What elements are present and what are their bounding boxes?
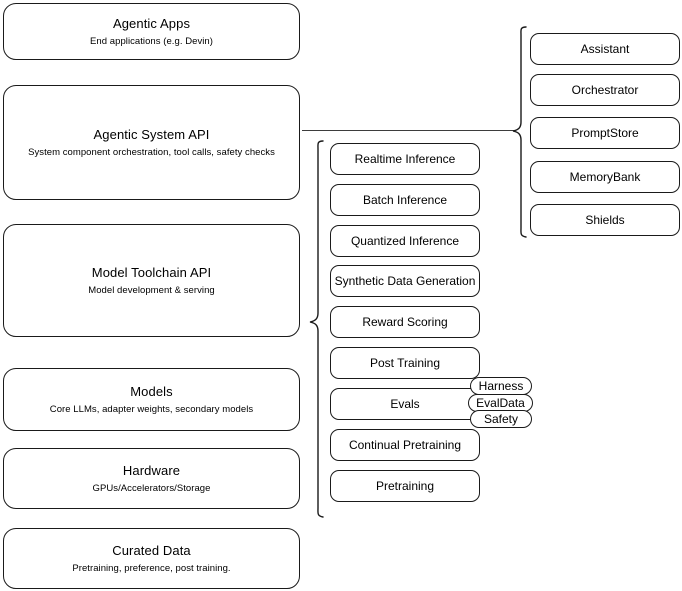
evals-pill-label: Safety bbox=[483, 412, 519, 426]
component-label: Pretraining bbox=[375, 478, 435, 493]
component-label: Synthetic Data Generation bbox=[334, 273, 476, 288]
connector-system-api-to-components bbox=[302, 130, 514, 131]
component-box-evals[interactable]: Evals bbox=[330, 388, 480, 420]
layer-box-hardware[interactable]: Hardware GPUs/Accelerators/Storage bbox=[3, 448, 300, 509]
component-label: PromptStore bbox=[571, 125, 639, 140]
component-box-promptstore[interactable]: PromptStore bbox=[530, 117, 680, 149]
layer-title: Hardware bbox=[122, 462, 181, 478]
layer-title: Agentic Apps bbox=[112, 15, 191, 31]
component-box-reward-scoring[interactable]: Reward Scoring bbox=[330, 306, 480, 338]
layer-title: Models bbox=[130, 383, 173, 399]
evals-pill-safety[interactable]: Safety bbox=[470, 410, 532, 428]
layer-box-model-toolchain-api[interactable]: Model Toolchain API Model development & … bbox=[3, 224, 300, 337]
component-label: Batch Inference bbox=[362, 192, 448, 207]
evals-pill-label: Harness bbox=[478, 379, 524, 393]
component-label: Shields bbox=[585, 212, 625, 227]
layer-title: Agentic System API bbox=[93, 126, 210, 142]
component-box-memorybank[interactable]: MemoryBank bbox=[530, 161, 680, 193]
evals-pill-label: EvalData bbox=[476, 396, 525, 410]
layer-subtitle: Model development & serving bbox=[88, 284, 215, 296]
component-label: Orchestrator bbox=[571, 82, 639, 97]
layer-box-curated-data[interactable]: Curated Data Pretraining, preference, po… bbox=[3, 528, 300, 589]
component-box-assistant[interactable]: Assistant bbox=[530, 33, 680, 65]
component-label: Quantized Inference bbox=[350, 233, 460, 248]
component-label: Assistant bbox=[580, 41, 630, 56]
layer-box-agentic-system-api[interactable]: Agentic System API System component orch… bbox=[3, 85, 300, 200]
layer-subtitle: Core LLMs, adapter weights, secondary mo… bbox=[49, 403, 254, 415]
layer-subtitle: GPUs/Accelerators/Storage bbox=[92, 482, 211, 494]
layer-title: Curated Data bbox=[112, 542, 191, 558]
component-box-shields[interactable]: Shields bbox=[530, 204, 680, 236]
brace-toolchain-components bbox=[308, 140, 324, 518]
component-box-pretraining[interactable]: Pretraining bbox=[330, 470, 480, 502]
component-box-orchestrator[interactable]: Orchestrator bbox=[530, 74, 680, 106]
brace-system-components bbox=[512, 26, 528, 238]
layer-subtitle: System component orchestration, tool cal… bbox=[28, 146, 275, 158]
component-box-continual-pretraining[interactable]: Continual Pretraining bbox=[330, 429, 480, 461]
component-label: Reward Scoring bbox=[362, 314, 448, 329]
component-box-synthetic-data-generation[interactable]: Synthetic Data Generation bbox=[330, 265, 480, 297]
component-label: Post Training bbox=[369, 355, 441, 370]
component-box-post-training[interactable]: Post Training bbox=[330, 347, 480, 379]
component-label: Evals bbox=[390, 396, 420, 411]
component-box-batch-inference[interactable]: Batch Inference bbox=[330, 184, 480, 216]
component-label: Continual Pretraining bbox=[348, 437, 462, 452]
layer-title: Model Toolchain API bbox=[91, 264, 212, 280]
component-label: Realtime Inference bbox=[354, 151, 456, 166]
layer-box-models[interactable]: Models Core LLMs, adapter weights, secon… bbox=[3, 368, 300, 431]
layer-subtitle: End applications (e.g. Devin) bbox=[90, 35, 213, 47]
evals-pill-harness[interactable]: Harness bbox=[470, 377, 532, 395]
layer-box-agentic-apps[interactable]: Agentic Apps End applications (e.g. Devi… bbox=[3, 3, 300, 60]
component-label: MemoryBank bbox=[569, 169, 641, 184]
layer-subtitle: Pretraining, preference, post training. bbox=[72, 562, 231, 574]
component-box-quantized-inference[interactable]: Quantized Inference bbox=[330, 225, 480, 257]
component-box-realtime-inference[interactable]: Realtime Inference bbox=[330, 143, 480, 175]
